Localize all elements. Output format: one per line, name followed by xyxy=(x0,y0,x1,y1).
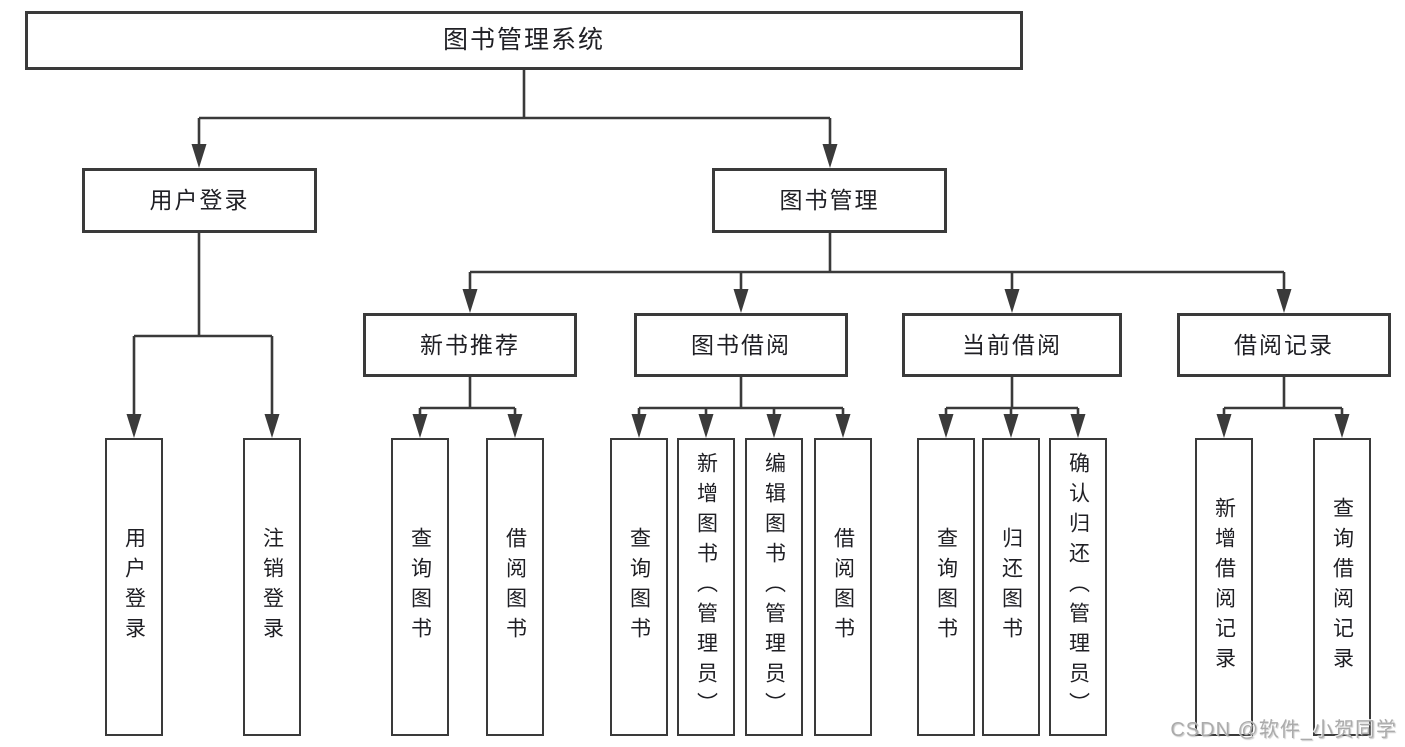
leaf-borrow-books: 借阅图书 xyxy=(814,438,872,736)
node-label: 查询图书 xyxy=(408,527,432,647)
node-label: 借阅图书 xyxy=(503,527,527,647)
leaf-query-books: 查询图书 xyxy=(610,438,668,736)
leaf-add-borrow-record: 新增借阅记录 xyxy=(1195,438,1253,736)
leaf-query-borrow-record: 查询借阅记录 xyxy=(1313,438,1371,736)
node-book-borrowing: 图书借阅 xyxy=(634,313,848,377)
node-label: 编辑图书（管理员） xyxy=(762,452,786,722)
node-user-login: 用户登录 xyxy=(82,168,317,233)
connector-book-mgmt-to-level3 xyxy=(462,233,1292,313)
leaf-user-login: 用户登录 xyxy=(105,438,163,736)
node-current-borrowing: 当前借阅 xyxy=(902,313,1122,377)
node-label: 新增图书（管理员） xyxy=(694,452,718,722)
node-borrowing-records: 借阅记录 xyxy=(1177,313,1391,377)
leaf-borrow-books: 借阅图书 xyxy=(486,438,544,736)
node-label: 图书管理系统 xyxy=(442,26,605,54)
node-label: 新增借阅记录 xyxy=(1212,497,1236,677)
node-label: 借阅图书 xyxy=(831,527,855,647)
node-label: 查询图书 xyxy=(934,527,958,647)
node-label: 用户登录 xyxy=(149,187,250,213)
connector-new-book-to-leaves xyxy=(412,377,523,438)
node-label: 新书推荐 xyxy=(420,331,520,358)
leaf-logout: 注销登录 xyxy=(243,438,301,736)
connector-book-borrow-to-leaves xyxy=(631,377,851,438)
node-library-management-system: 图书管理系统 xyxy=(25,11,1023,70)
csdn-watermark: CSDN @软件_小贺同学 xyxy=(1170,719,1397,741)
node-label: 归还图书 xyxy=(999,527,1023,647)
node-label: 当前借阅 xyxy=(962,331,1062,358)
node-label: 注销登录 xyxy=(260,527,284,647)
node-label: 图书借阅 xyxy=(691,331,791,358)
leaf-query-books: 查询图书 xyxy=(917,438,975,736)
node-label: 查询借阅记录 xyxy=(1330,497,1354,677)
leaf-confirm-return-admin: 确认归还（管理员） xyxy=(1049,438,1107,736)
node-label: 用户登录 xyxy=(122,527,146,647)
node-label: 借阅记录 xyxy=(1234,331,1334,358)
leaf-query-books: 查询图书 xyxy=(391,438,449,736)
connector-borrow-records-to-leaves xyxy=(1216,377,1350,438)
node-new-book-recommendation: 新书推荐 xyxy=(363,313,577,377)
node-book-management: 图书管理 xyxy=(712,168,947,233)
connector-current-borrow-to-leaves xyxy=(938,377,1086,438)
leaf-edit-books-admin: 编辑图书（管理员） xyxy=(745,438,803,736)
node-label: 查询图书 xyxy=(627,527,651,647)
leaf-add-books-admin: 新增图书（管理员） xyxy=(677,438,735,736)
node-label: 确认归还（管理员） xyxy=(1066,452,1090,722)
connector-root-to-branches xyxy=(191,70,838,168)
leaf-return-books: 归还图书 xyxy=(982,438,1040,736)
connector-user-login-to-leaves xyxy=(126,233,280,438)
node-label: 图书管理 xyxy=(779,187,880,213)
